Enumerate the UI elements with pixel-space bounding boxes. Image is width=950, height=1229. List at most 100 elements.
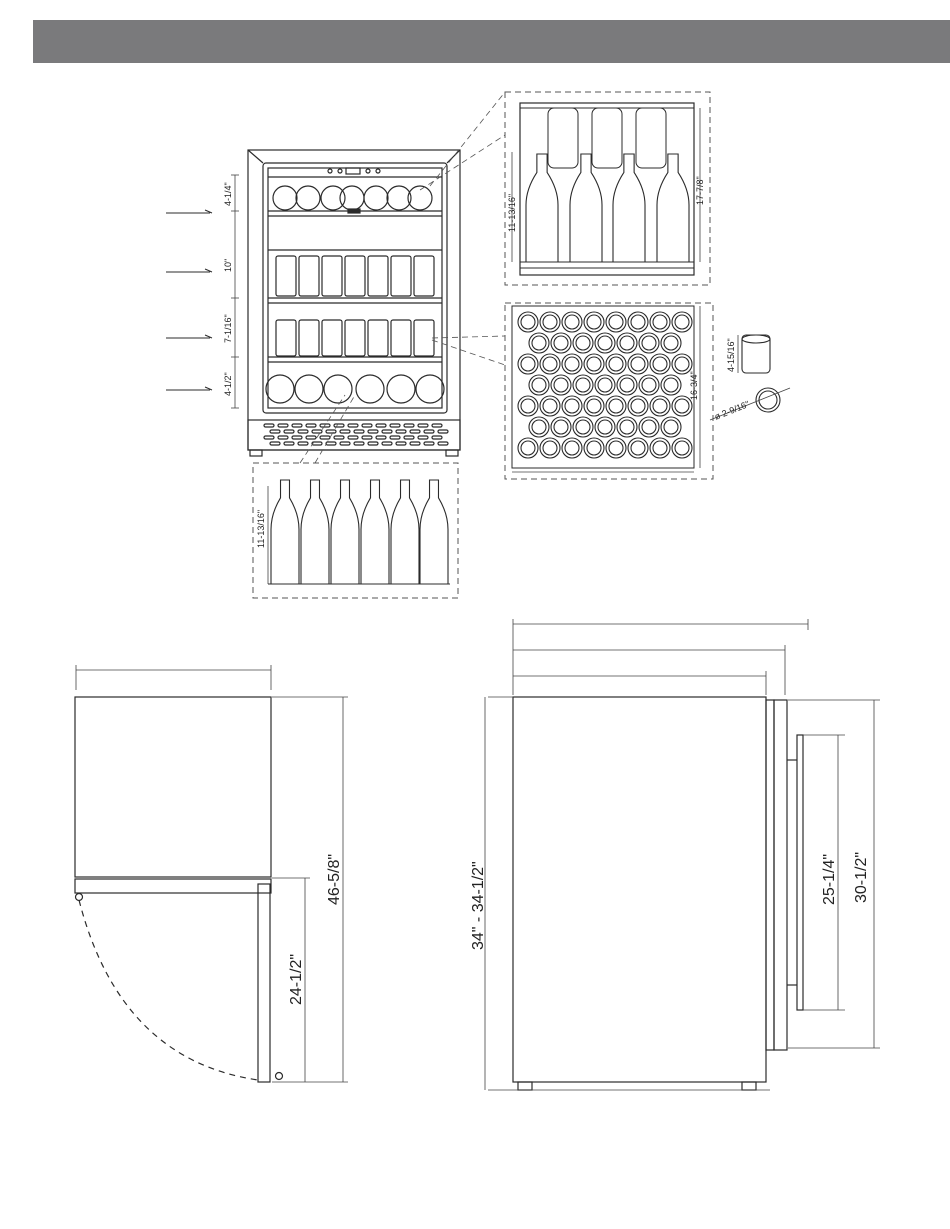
vent-slot: [390, 436, 400, 439]
vent-slot: [376, 436, 386, 439]
bottle-end: [273, 186, 297, 210]
back-bottle: [548, 108, 578, 168]
bottle-end: [416, 375, 444, 403]
detail-bottom-dim: 11-13/16": [256, 510, 266, 548]
side-view-dim-door: 30-1/2": [853, 852, 870, 903]
can: [322, 320, 342, 356]
vent-slot: [404, 436, 414, 439]
vent-slot: [396, 442, 406, 445]
can: [345, 320, 365, 356]
can: [391, 256, 411, 296]
can: [368, 320, 388, 356]
vent-slot: [410, 442, 420, 445]
vent-slot: [270, 442, 280, 445]
bottle-end: [266, 375, 294, 403]
vent-slot: [306, 436, 316, 439]
vent-slot: [284, 442, 294, 445]
can: [345, 256, 365, 296]
can: [276, 320, 296, 356]
vent-slot: [298, 442, 308, 445]
bottle-end: [296, 186, 320, 210]
vent-slot: [432, 436, 442, 439]
foot-front: [518, 1082, 532, 1090]
foot-rear: [742, 1082, 756, 1090]
can: [391, 320, 411, 356]
back-bottle: [636, 108, 666, 168]
bottle-end: [340, 186, 364, 210]
wine-bottle: [526, 154, 558, 262]
vent-slot: [424, 442, 434, 445]
side-view-dim-height: 34" - 34-1/2": [470, 861, 487, 950]
vent-slot: [284, 430, 294, 433]
vent-slot: [404, 424, 414, 427]
wine-bottle: [301, 480, 329, 584]
door-edge: [766, 700, 774, 1050]
wine-bottle: [331, 480, 359, 584]
vent-slot: [264, 436, 274, 439]
vent-slot: [382, 430, 392, 433]
can: [414, 320, 434, 356]
vent-slot: [292, 436, 302, 439]
vent-slot: [306, 424, 316, 427]
can: [368, 256, 388, 296]
vent-slot: [410, 430, 420, 433]
wine-bottle: [391, 480, 419, 584]
top-view-dim-open-depth: 46-5/8": [326, 854, 343, 905]
vent-slot: [432, 424, 442, 427]
hinge-right: [276, 1073, 283, 1080]
wine-bottle: [570, 154, 602, 262]
shelf-dim-1: 4-1/4": [223, 182, 233, 206]
cabinet-side: [513, 697, 766, 1082]
wine-bottle: [361, 480, 389, 584]
shelf-dim-4: 4-1/2": [223, 372, 233, 396]
can: [322, 256, 342, 296]
shelf-dim-2: 10": [223, 259, 233, 272]
vent-slot: [418, 424, 428, 427]
vent-slot: [390, 424, 400, 427]
detail-top: 11-13/16" 17-7/8": [505, 92, 710, 285]
shelf-dim-3: 7-1/16": [223, 314, 233, 343]
wine-bottle: [420, 480, 448, 584]
detail-cans: 16-3/4": [505, 303, 713, 479]
vent-slot: [362, 436, 372, 439]
vent-slot: [320, 436, 330, 439]
interior-outline: [268, 168, 442, 408]
vent-slot: [334, 436, 344, 439]
vent-slot: [326, 430, 336, 433]
bottle-end: [364, 186, 388, 210]
vent-slot: [418, 436, 428, 439]
door-open-position: [258, 884, 270, 1082]
vent-slot: [354, 430, 364, 433]
vent-slot: [362, 424, 372, 427]
door-handle: [797, 735, 803, 1010]
top-view: [75, 665, 348, 1082]
hinge-left: [76, 894, 83, 901]
vent-slot: [368, 430, 378, 433]
vent-slot: [368, 442, 378, 445]
vent-slot: [278, 436, 288, 439]
bottle-end: [321, 186, 345, 210]
can-height-dim: 4-15/16": [726, 338, 736, 372]
vent-slot: [340, 430, 350, 433]
cabinet-outline: [248, 150, 460, 450]
can-diameter-dim: ø 2-9/16": [713, 399, 751, 422]
wine-bottle: [613, 154, 645, 262]
vent-slot: [334, 424, 344, 427]
can: [276, 256, 296, 296]
detail-bottom: 11-13/16": [253, 463, 458, 598]
vent-slot: [376, 424, 386, 427]
vent-slot: [292, 424, 302, 427]
shelf-arrows: [166, 210, 212, 390]
vent-slot: [348, 436, 358, 439]
vent-slot: [340, 442, 350, 445]
vent-slot: [438, 430, 448, 433]
detail-top-dim-depth: 17-7/8": [695, 176, 705, 205]
back-bottle: [592, 108, 622, 168]
vent-slot: [382, 442, 392, 445]
detail-cans-dim: 16-3/4": [689, 371, 699, 400]
can: [299, 320, 319, 356]
vent-slot: [354, 442, 364, 445]
door-swing-arc: [79, 900, 258, 1080]
vent-slot: [396, 430, 406, 433]
